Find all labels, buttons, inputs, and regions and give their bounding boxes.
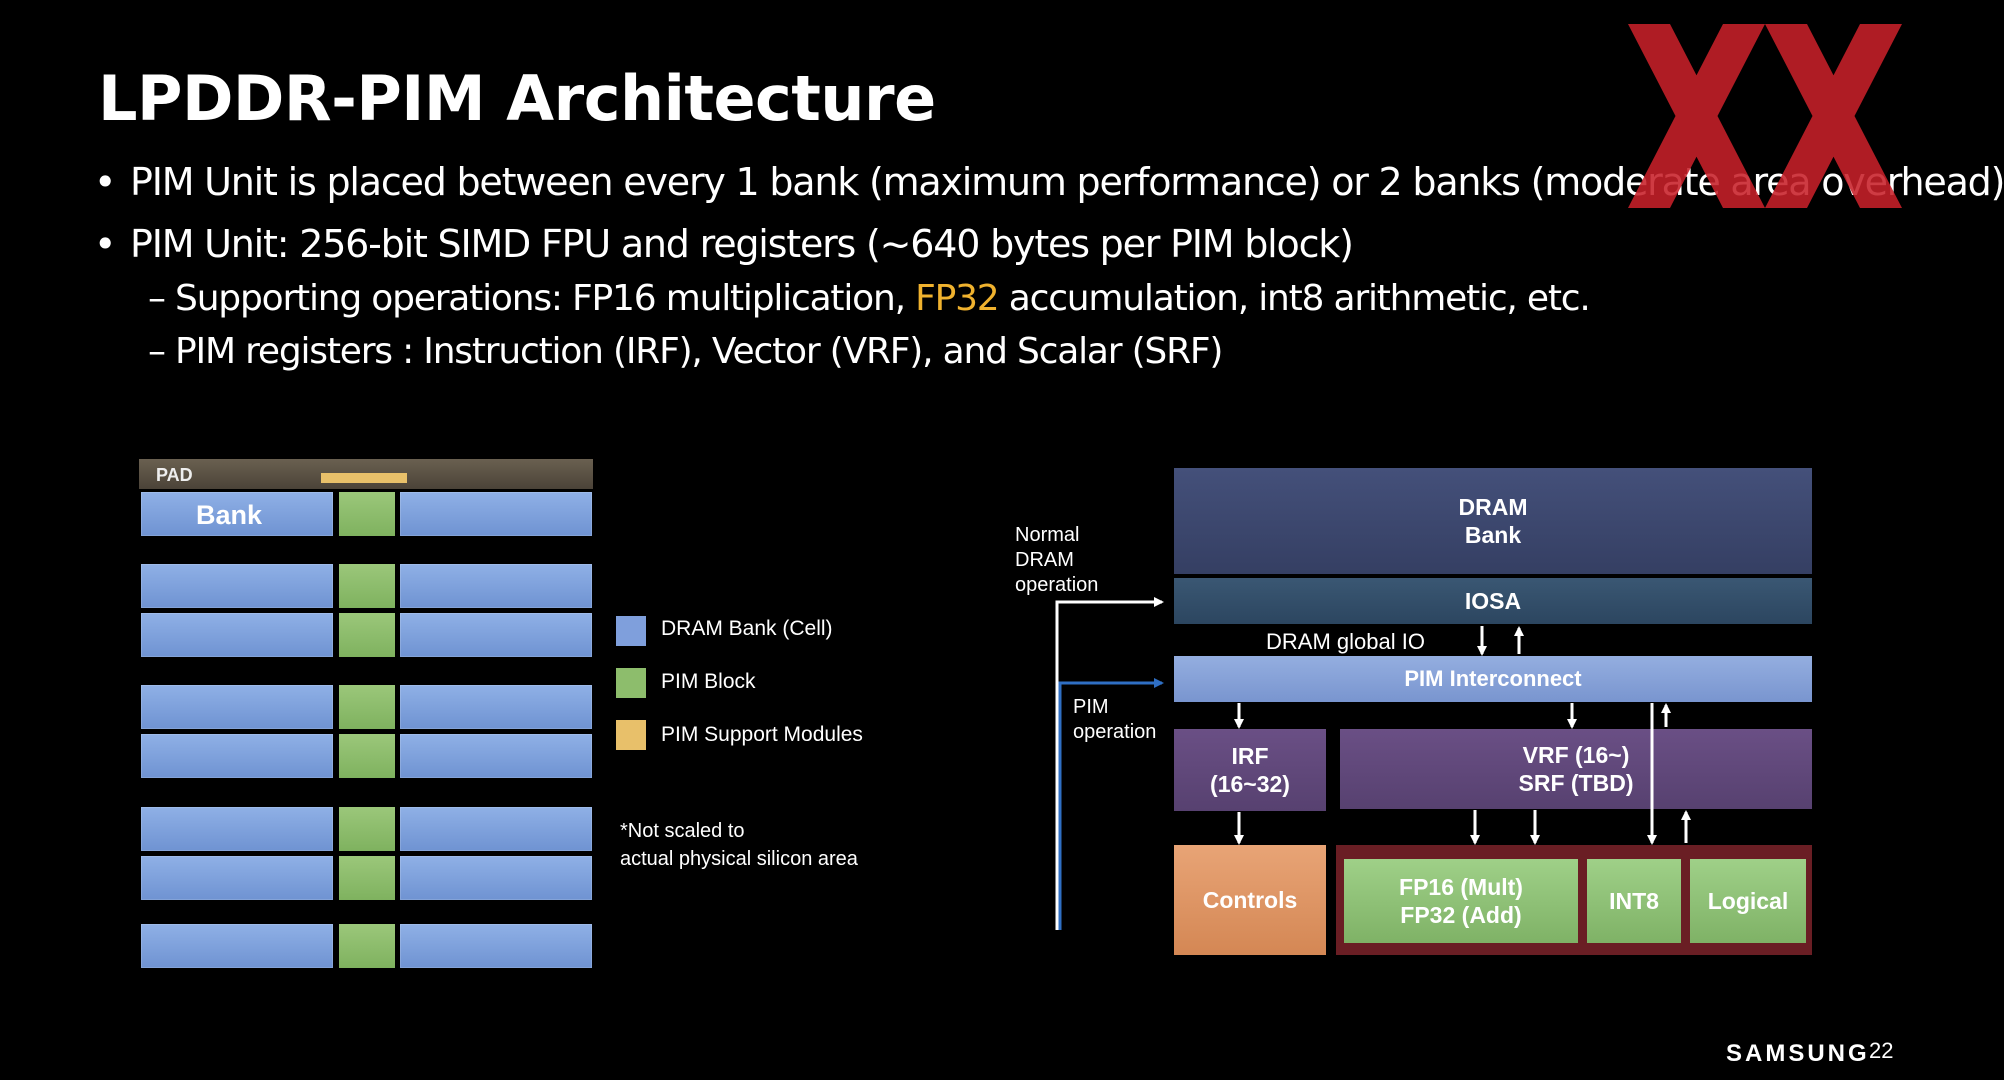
legend-label-pim-support: PIM Support Modules bbox=[661, 723, 863, 746]
int8-unit-block: INT8 bbox=[1587, 859, 1681, 943]
vrf-line: VRF (16~) bbox=[1522, 742, 1630, 768]
legend-swatch-pim-block bbox=[616, 668, 646, 698]
srf-line: SRF (TBD) bbox=[1518, 770, 1634, 796]
scale-note-line-2: actual physical silicon area bbox=[620, 848, 858, 870]
sub-bullet-1: – Supporting operations: FP16 multiplica… bbox=[148, 278, 1591, 319]
dram-bank-line-1: DRAM bbox=[1458, 494, 1528, 520]
dram-bank-cell bbox=[400, 685, 592, 729]
bullet-2: • PIM Unit: 256-bit SIMD FPU and register… bbox=[94, 222, 1354, 266]
dram-bank-cell bbox=[400, 564, 592, 608]
controls-label: Controls bbox=[1202, 887, 1298, 913]
dram-bank-cell bbox=[141, 613, 333, 657]
vrf-srf-block: VRF (16~)SRF (TBD) bbox=[1340, 729, 1812, 809]
logical-label: Logical bbox=[1707, 888, 1789, 914]
dram-global-io-label: DRAM global IO bbox=[1266, 629, 1425, 654]
bullet-1: • PIM Unit is placed between every 1 bank… bbox=[94, 160, 2004, 204]
pim-block bbox=[339, 613, 395, 657]
sub-bullet-2: – PIM registers : Instruction (IRF), Vec… bbox=[148, 331, 1223, 372]
sub-bullet-1-highlight: FP32 bbox=[915, 278, 1000, 319]
sub-bullet-2-text: – PIM registers : Instruction (IRF), Vec… bbox=[148, 331, 1223, 372]
pim-support-module bbox=[321, 473, 407, 483]
sub-bullet-1-prefix: – Supporting operations: FP16 multiplica… bbox=[148, 278, 916, 319]
irf-line-1: IRF bbox=[1231, 743, 1269, 769]
normal-op-line-3: operation bbox=[1015, 574, 1099, 596]
fp32-add-label: FP32 (Add) bbox=[1400, 902, 1522, 928]
normal-op-line-1: Normal bbox=[1015, 524, 1080, 546]
legend-swatch-pim-support bbox=[616, 720, 646, 750]
pim-block bbox=[339, 564, 395, 608]
dram-bank-cell bbox=[400, 807, 592, 851]
page-number: 22 bbox=[1869, 1038, 1894, 1063]
legend-label-pim-block: PIM Block bbox=[661, 670, 756, 693]
pad-label: PAD bbox=[156, 465, 193, 485]
dram-bank-cell bbox=[141, 734, 333, 778]
int8-label: INT8 bbox=[1609, 888, 1659, 914]
watermark-logo bbox=[1628, 24, 1902, 208]
pim-interconnect-label: PIM Interconnect bbox=[1404, 666, 1582, 691]
dram-bank-cell bbox=[400, 613, 592, 657]
bullet-1-text: PIM Unit is placed between every 1 bank … bbox=[130, 160, 2004, 204]
dram-bank-cell bbox=[141, 564, 333, 608]
dram-bank-cell bbox=[141, 856, 333, 900]
pim-block bbox=[339, 856, 395, 900]
dram-bank-cell bbox=[400, 856, 592, 900]
pim-operation-arrow bbox=[1058, 678, 1164, 930]
pim-op-line-2: operation bbox=[1073, 721, 1157, 743]
dram-bank-cell bbox=[400, 924, 592, 968]
iosa-block: IOSA bbox=[1174, 578, 1812, 624]
bullet-2-text: PIM Unit: 256-bit SIMD FPU and registers… bbox=[130, 222, 1354, 266]
sub-bullet-1-suffix: accumulation, int8 arithmetic, etc. bbox=[998, 278, 1591, 319]
controls-block: Controls bbox=[1174, 845, 1326, 955]
dram-bank-cell bbox=[141, 807, 333, 851]
samsung-logo: SAMSUNG bbox=[1726, 1040, 1870, 1067]
dram-bank-line-2: Bank bbox=[1464, 522, 1522, 548]
connector-arrows bbox=[1055, 597, 1691, 930]
pim-block bbox=[339, 807, 395, 851]
normal-operation-arrow bbox=[1055, 597, 1164, 930]
pim-block bbox=[339, 734, 395, 778]
pim-block bbox=[339, 685, 395, 729]
bullet-dot: • bbox=[94, 160, 116, 204]
iosa-label: IOSA bbox=[1464, 588, 1522, 614]
dram-bank-cell bbox=[141, 492, 333, 536]
slide-title: LPDDR-PIM Architecture bbox=[98, 62, 936, 135]
scale-note-line-1: *Not scaled to bbox=[620, 820, 745, 842]
bullet-dot: • bbox=[94, 222, 116, 266]
dram-bank-cell bbox=[400, 492, 592, 536]
legend-label-dram-bank: DRAM Bank (Cell) bbox=[661, 617, 833, 640]
bank-label: Bank bbox=[196, 500, 263, 530]
fp-unit-block: FP16 (Mult)FP32 (Add) bbox=[1344, 859, 1578, 943]
irf-line-2: (16~32) bbox=[1210, 771, 1290, 797]
dram-bank-cell bbox=[141, 924, 333, 968]
logical-unit-block: Logical bbox=[1690, 859, 1806, 943]
legend-swatch-dram-bank bbox=[616, 616, 646, 646]
pim-operation-label: PIM operation bbox=[1073, 695, 1156, 745]
dram-bank-cell bbox=[400, 734, 592, 778]
normal-op-line-2: DRAM bbox=[1015, 549, 1074, 571]
normal-dram-operation-label: Normal DRAM operation bbox=[1015, 523, 1098, 598]
dram-bank-cell bbox=[141, 685, 333, 729]
fp16-mult-label: FP16 (Mult) bbox=[1399, 874, 1523, 900]
pim-block bbox=[339, 924, 395, 968]
irf-block: IRF(16~32) bbox=[1174, 729, 1326, 811]
pim-block bbox=[339, 492, 395, 536]
pim-op-line-1: PIM bbox=[1073, 696, 1109, 718]
pim-interconnect-block: PIM Interconnect bbox=[1174, 656, 1812, 702]
scale-note: *Not scaled to actual physical silicon a… bbox=[620, 817, 858, 873]
